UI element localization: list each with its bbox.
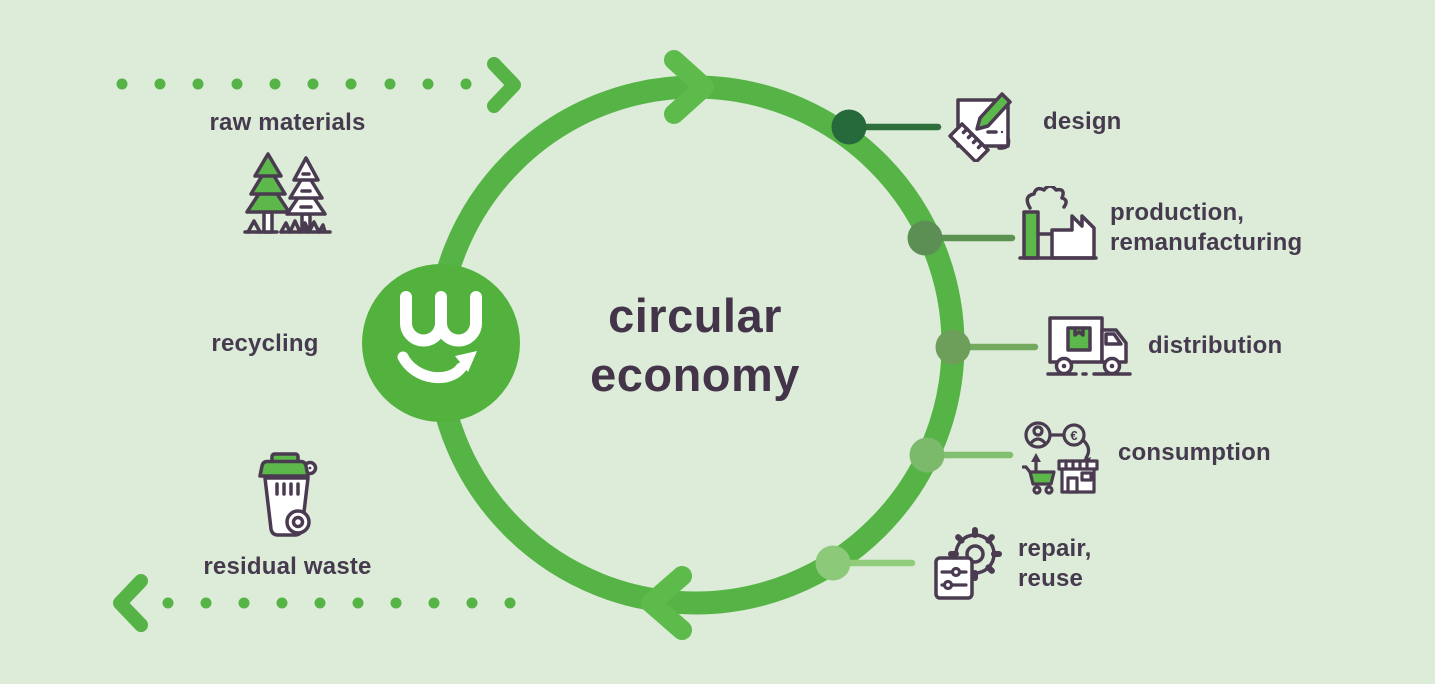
w-smile-logo bbox=[362, 264, 520, 422]
logo-smile bbox=[397, 351, 467, 384]
dotted-arrow-out bbox=[113, 574, 516, 632]
svg-text:€: € bbox=[1070, 428, 1077, 443]
chevron-left-icon bbox=[113, 574, 148, 632]
ring-arrow-top-icon bbox=[664, 50, 714, 124]
label-production: production, remanufacturing bbox=[1110, 198, 1302, 258]
label-recycling: recycling bbox=[211, 330, 319, 357]
label-repair-line-2: reuse bbox=[1018, 565, 1084, 592]
delivery-truck-icon bbox=[1046, 316, 1132, 376]
label-raw-materials: raw materials bbox=[209, 109, 366, 136]
design-dot bbox=[831, 109, 867, 145]
label-production-line-1: production, bbox=[1110, 199, 1245, 226]
wheelie-bin-icon bbox=[258, 452, 318, 537]
design-sketch-icon bbox=[948, 92, 1012, 162]
label-design: design bbox=[1043, 108, 1122, 135]
pine-trees-icon bbox=[243, 152, 332, 234]
consumption-shop-icon: € bbox=[1022, 421, 1099, 495]
dotted-arrow-in bbox=[116, 57, 521, 113]
repair-dot bbox=[815, 545, 851, 581]
label-repair-line-1: repair, bbox=[1018, 535, 1092, 562]
stage-connectors bbox=[838, 123, 1039, 567]
chevron-right-icon bbox=[487, 57, 521, 113]
title-line-1: circular bbox=[608, 289, 782, 342]
distribution-dot bbox=[935, 329, 971, 365]
gear-settings-icon bbox=[934, 527, 1002, 600]
label-distribution: distribution bbox=[1148, 332, 1283, 359]
label-production-line-2: remanufacturing bbox=[1110, 229, 1303, 256]
logo-badge bbox=[362, 264, 520, 422]
title-line-2: economy bbox=[590, 348, 800, 401]
bottom-white-strip bbox=[0, 684, 1435, 688]
factory-icon bbox=[1018, 186, 1098, 260]
consumption-dot bbox=[909, 437, 945, 473]
label-consumption: consumption bbox=[1118, 439, 1271, 466]
logo-letter-w bbox=[400, 291, 482, 347]
label-repair: repair, reuse bbox=[1018, 534, 1091, 594]
ring-arrow-bottom-icon bbox=[641, 566, 692, 640]
production-dot bbox=[907, 220, 943, 256]
page-title: circular economy bbox=[545, 286, 845, 404]
logo-arrowhead-icon bbox=[455, 351, 477, 372]
label-residual-waste: residual waste bbox=[203, 553, 372, 580]
